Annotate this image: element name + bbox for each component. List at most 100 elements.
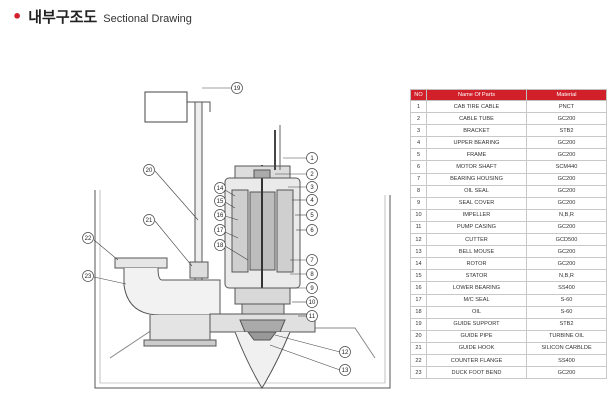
cell-part-name: BRACKET xyxy=(426,124,527,138)
callout-14: 14 xyxy=(214,182,226,194)
cell-part-name: CUTTER xyxy=(426,233,527,247)
cell-no: 7 xyxy=(410,172,427,186)
svg-text:13: 13 xyxy=(342,368,349,374)
control-box xyxy=(144,91,188,123)
svg-text:17: 17 xyxy=(217,228,224,234)
cell-no: 11 xyxy=(410,220,427,235)
cell-material: STB2 xyxy=(526,317,607,331)
cell-part-name: BELL MOUSE xyxy=(426,245,527,259)
cell-material: GC200 xyxy=(526,220,607,235)
page-title-english: Sectional Drawing xyxy=(103,13,192,25)
cell-material: S-60 xyxy=(526,293,607,307)
cell-no: 1 xyxy=(410,99,427,114)
seal-cover xyxy=(241,303,285,315)
cell-part-name: COUNTER FLANGE xyxy=(426,353,527,368)
callout-6: 6 xyxy=(306,224,318,236)
callout-23: 23 xyxy=(82,270,94,282)
svg-text:16: 16 xyxy=(217,213,224,219)
callout-12: 12 xyxy=(339,346,351,358)
svg-text:6: 6 xyxy=(310,228,314,234)
cell-material: TURBINE OIL xyxy=(526,329,607,343)
page-title-korean: 내부구조도 xyxy=(28,8,98,26)
callout-17: 17 xyxy=(214,224,226,236)
guide-hook xyxy=(189,261,209,279)
callout-3: 3 xyxy=(306,181,318,193)
bell-mouth xyxy=(234,331,291,389)
svg-text:4: 4 xyxy=(310,198,314,204)
callout-8: 8 xyxy=(306,268,318,280)
section-header: • 내부구조도 Sectional Drawing xyxy=(12,6,192,30)
callout-11: 11 xyxy=(306,310,318,322)
bend-base xyxy=(149,315,211,341)
cell-no: 2 xyxy=(410,112,427,126)
pump-cross-section: 1 2 3 4 5 6 7 8 9 10 11 12 13 14 15 16 1… xyxy=(82,82,391,389)
svg-text:3: 3 xyxy=(310,185,314,191)
cell-no: 15 xyxy=(410,269,427,283)
callout-13: 13 xyxy=(339,364,351,376)
svg-text:5: 5 xyxy=(310,213,314,219)
callout-1: 1 xyxy=(306,152,318,164)
cell-no: 9 xyxy=(410,196,427,210)
svg-text:23: 23 xyxy=(85,274,92,280)
header-no: NO xyxy=(410,89,427,101)
callout-5: 5 xyxy=(306,209,318,221)
svg-text:8: 8 xyxy=(310,272,314,278)
cell-no: 8 xyxy=(410,184,427,198)
cell-material: SS400 xyxy=(526,353,607,368)
callout-7: 7 xyxy=(306,254,318,266)
cell-material: PNCT xyxy=(526,99,607,114)
cell-material: STB2 xyxy=(526,124,607,138)
header-material: Material xyxy=(526,89,607,101)
callout-4: 4 xyxy=(306,194,318,206)
cell-part-name: SEAL COVER xyxy=(426,196,527,210)
svg-text:19: 19 xyxy=(234,86,241,92)
cell-part-name: GUIDE HOOK xyxy=(426,341,527,355)
cell-material: SCM440 xyxy=(526,160,607,174)
svg-text:11: 11 xyxy=(309,314,316,320)
cell-part-name: DUCK FOOT BEND xyxy=(426,366,527,380)
cell-material: GC200 xyxy=(526,257,607,271)
svg-text:9: 9 xyxy=(310,286,314,292)
sectional-drawing: 1 2 3 4 5 6 7 8 9 10 11 12 13 14 15 16 1… xyxy=(70,70,405,395)
base-plate xyxy=(143,339,217,347)
svg-text:2: 2 xyxy=(310,172,314,178)
cell-material: GC200 xyxy=(526,112,607,126)
callout-19: 19 xyxy=(231,82,243,94)
svg-text:22: 22 xyxy=(85,236,92,242)
cell-part-name: STATOR xyxy=(426,269,527,283)
callout-10: 10 xyxy=(306,296,318,308)
cell-no: 17 xyxy=(410,293,427,307)
callout-2: 2 xyxy=(306,168,318,180)
header-name-of-parts: Name Of Parts xyxy=(426,89,527,101)
stator xyxy=(231,189,249,273)
svg-text:21: 21 xyxy=(146,218,153,224)
cell-material: SS400 xyxy=(526,281,607,295)
cell-no: 16 xyxy=(410,281,427,295)
cell-no: 13 xyxy=(410,245,427,259)
cell-material: GC200 xyxy=(526,172,607,186)
stator-right xyxy=(276,189,294,273)
cell-part-name: OIL xyxy=(426,305,527,319)
cell-material: S-60 xyxy=(526,305,607,319)
svg-text:10: 10 xyxy=(309,300,316,306)
svg-text:20: 20 xyxy=(146,168,153,174)
pit-wall xyxy=(94,190,391,389)
cell-part-name: CAB TIRE CABLE xyxy=(426,99,527,114)
callout-15: 15 xyxy=(214,195,226,207)
cutter xyxy=(247,331,277,341)
upper-bearing xyxy=(253,169,271,179)
cell-part-name: CABLE TUBE xyxy=(426,112,527,126)
callout-21: 21 xyxy=(143,214,155,226)
svg-text:14: 14 xyxy=(217,186,224,192)
